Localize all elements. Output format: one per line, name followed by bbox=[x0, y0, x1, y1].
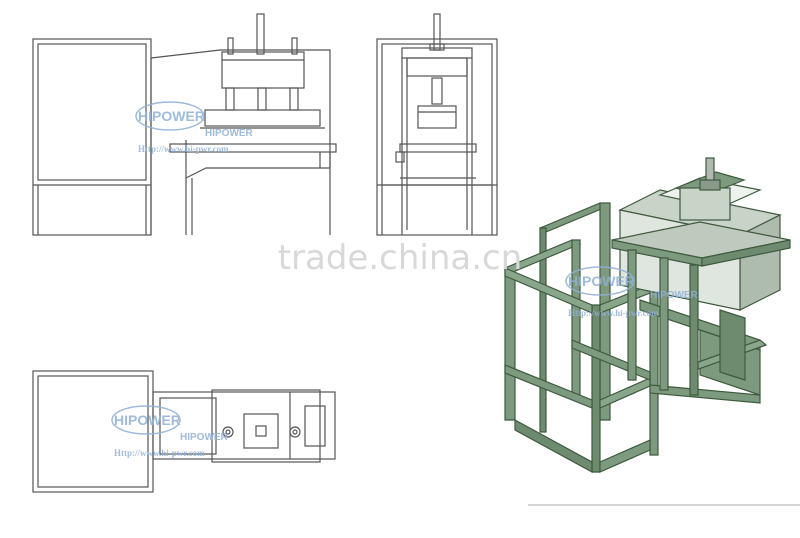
watermark-bottom-left: HIPOWER HIPOWER Http://www.hi-pwr.com bbox=[111, 405, 229, 458]
watermark-top-left: HIPOWER HIPOWER Http://www.hi-pwr.com bbox=[135, 101, 254, 154]
end-frame-outline bbox=[376, 38, 498, 236]
guide-rod-right bbox=[291, 37, 298, 55]
cabinet-inner-panel bbox=[37, 43, 147, 181]
end-elevation-view bbox=[376, 13, 498, 236]
svg-text:HIPOWER: HIPOWER bbox=[114, 412, 181, 428]
svg-text:Http://www.hi-pwr.com: Http://www.hi-pwr.com bbox=[568, 308, 659, 318]
plan-cabinet-outline bbox=[32, 370, 154, 493]
side-elevation-view bbox=[32, 13, 337, 236]
plan-bolt-right bbox=[289, 426, 301, 438]
svg-text:HIPOWER: HIPOWER bbox=[180, 432, 229, 443]
end-press-head bbox=[417, 105, 457, 129]
isometric-frame-view bbox=[503, 157, 791, 474]
worktable bbox=[169, 143, 337, 153]
svg-text:Http://www.hi-pwr.com: Http://www.hi-pwr.com bbox=[138, 144, 229, 154]
svg-text:HIPOWER: HIPOWER bbox=[205, 128, 254, 139]
iso-press-head bbox=[679, 187, 731, 221]
press-beam bbox=[221, 51, 305, 89]
press-platen bbox=[204, 109, 321, 127]
plan-center-block bbox=[243, 413, 279, 449]
svg-text:Http://www.hi-pwr.com: Http://www.hi-pwr.com bbox=[114, 448, 205, 458]
svg-text:HIPOWER: HIPOWER bbox=[568, 273, 635, 289]
plan-view bbox=[32, 370, 336, 493]
guide-rod-left bbox=[227, 37, 234, 55]
cylinder-rod-main bbox=[256, 13, 265, 55]
plan-press-body bbox=[152, 391, 336, 460]
svg-text:HIPOWER: HIPOWER bbox=[138, 108, 205, 124]
watermark-right: HIPOWER HIPOWER Http://www.hi-pwr.com bbox=[565, 266, 699, 318]
cabinet-outline bbox=[32, 38, 152, 236]
end-side-handle bbox=[395, 151, 405, 163]
plan-bolt-left bbox=[222, 426, 234, 438]
svg-text:HIPOWER: HIPOWER bbox=[650, 290, 699, 301]
